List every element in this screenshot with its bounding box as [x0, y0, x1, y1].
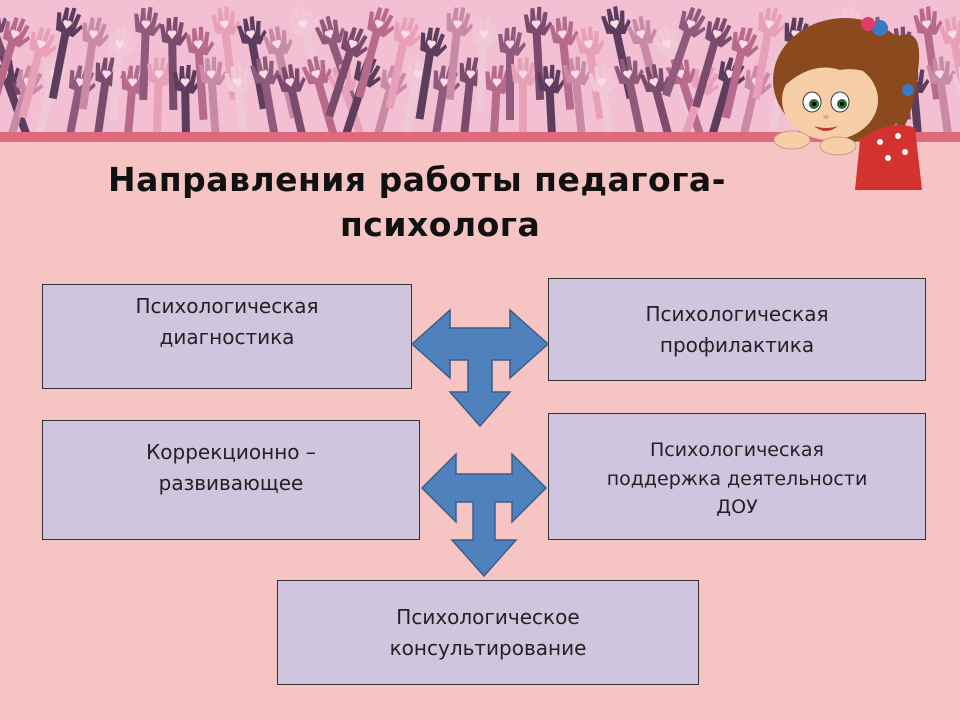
box-correction-development: Коррекционно – развивающее [42, 420, 420, 540]
raised-hand-icon [939, 16, 960, 110]
box-psychological-diagnostics: Психологическая диагностика [42, 284, 412, 389]
raised-hand-icon [250, 56, 281, 138]
raised-hand-icon [692, 17, 733, 109]
box-psychological-support: Психологическая поддержка деятельности Д… [548, 413, 926, 540]
raised-hand-icon [952, 64, 960, 93]
raised-hand-icon [185, 26, 215, 121]
raised-hand-icon [588, 64, 618, 138]
box-psychological-counseling: Психологическое консультирование [277, 580, 699, 685]
raised-hand-icon [48, 7, 83, 100]
raised-hand-icon [355, 7, 395, 99]
box-psychological-prevention: Психологическая профилактика [548, 278, 926, 381]
banner-divider [0, 132, 960, 142]
raised-hand-icon [275, 63, 311, 138]
raised-hand-icon [385, 17, 421, 110]
raised-hand-icon [472, 17, 500, 111]
slide-title-line1: Направления работы педагога- [108, 160, 726, 199]
raised-hand-icon [639, 63, 678, 138]
raised-hand-icon [662, 7, 706, 97]
raised-hand-icon [752, 7, 785, 100]
raised-hand-icon [18, 27, 57, 119]
raised-hand-icon [78, 17, 110, 110]
raised-hand-icon [172, 64, 202, 138]
raised-hand-icon [536, 64, 566, 138]
raised-hand-icon [134, 7, 162, 101]
raised-hand-icon [415, 27, 448, 120]
raised-hand-icon [224, 64, 254, 138]
raised-hand-icon [159, 16, 189, 111]
raised-hand-icon [722, 27, 759, 119]
slide-title-line2: психолога [340, 205, 541, 244]
raised-hand-icon [445, 7, 474, 100]
raised-hand-icon [511, 57, 539, 138]
raised-hand-icon [614, 56, 648, 138]
raised-hand-icon [498, 27, 526, 120]
girl-illustration-icon [773, 17, 922, 190]
three-way-arrow-icon [410, 308, 550, 428]
raised-hand-icon [325, 27, 368, 118]
raised-hand-icon [108, 27, 136, 121]
raised-hand-icon [0, 17, 30, 108]
three-way-arrow-icon [420, 452, 548, 578]
raised-hand-icon [485, 65, 513, 138]
